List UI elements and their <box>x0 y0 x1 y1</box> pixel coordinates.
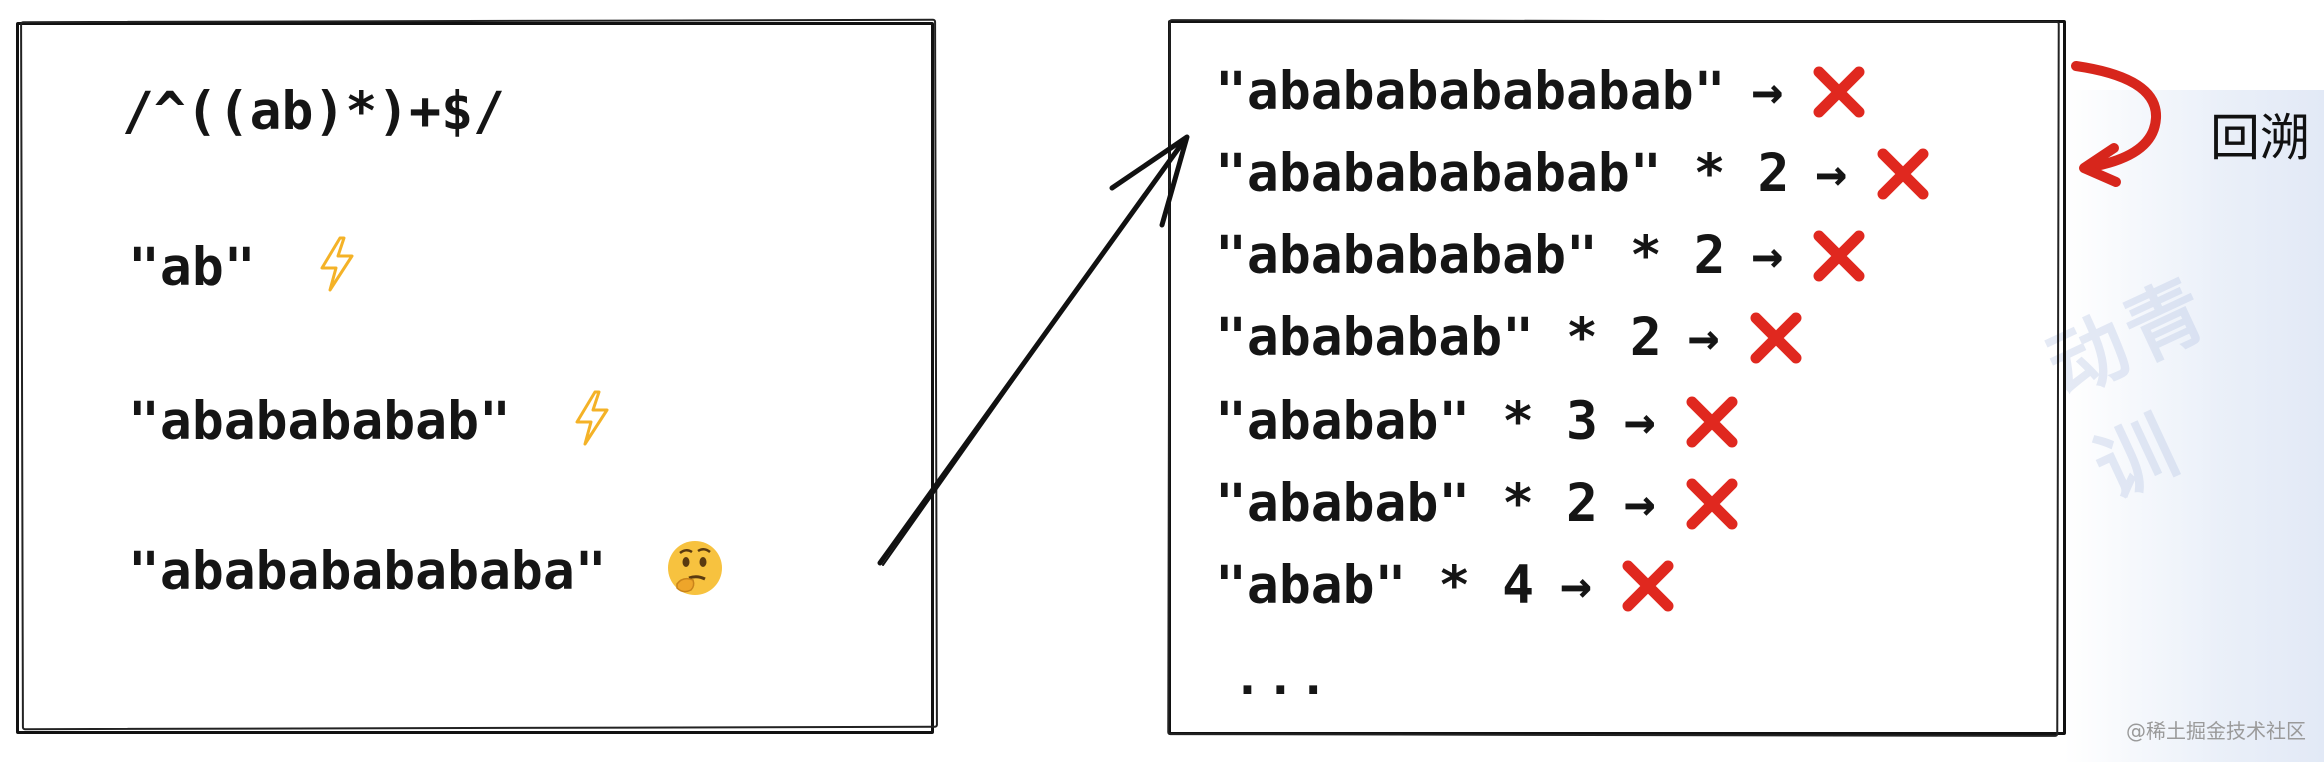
case-text: "ababababab" <box>128 391 511 453</box>
credit-text: @稀土掘金技术社区 <box>2126 719 2306 743</box>
cross-icon <box>1686 396 1738 448</box>
attempt-row: "abababab" * 2 → <box>1215 308 1806 368</box>
lightning-icon <box>314 236 358 305</box>
attempt-text: "abababab" * 2 <box>1215 307 1662 368</box>
attempt-text: "abababababab" * 2 <box>1215 143 1790 204</box>
regex-pattern: /^((ab)*)+$/ <box>122 81 505 142</box>
attempt-row: "abababababab" * 2 → <box>1215 144 1933 204</box>
cross-icon <box>1877 148 1929 200</box>
attempt-text: "ababab" * 2 <box>1215 473 1598 534</box>
attempt-row: "ababababab" * 2 → <box>1215 226 1869 286</box>
thinking-face-icon <box>665 538 725 611</box>
cross-icon <box>1686 478 1738 530</box>
watermark-band: 动青训 <box>2035 90 2324 762</box>
case-text: "ab" <box>128 237 256 299</box>
attempt-text: "ababababababab" <box>1215 61 1726 122</box>
arrow-right-icon: → <box>1623 391 1656 452</box>
attempt-text: "ababababab" * 2 <box>1215 225 1726 286</box>
case-item: "ab" <box>128 236 358 305</box>
arrow-right-icon: → <box>1560 555 1593 616</box>
arrow-right-icon: → <box>1815 143 1848 204</box>
case-item: "ababababababa" <box>128 538 725 611</box>
watermark-text: 动青训 <box>2034 262 2225 517</box>
arrow-right-icon: → <box>1623 473 1656 534</box>
ellipsis: ... <box>1233 650 1332 706</box>
lightning-icon <box>569 390 613 459</box>
attempt-row: "abab" * 4 → <box>1215 556 1678 616</box>
cross-icon <box>1813 230 1865 282</box>
attempt-text: "abab" * 4 <box>1215 555 1535 616</box>
arrow-right-icon: → <box>1687 307 1720 368</box>
attempt-text: "ababab" * 3 <box>1215 391 1598 452</box>
cross-icon <box>1622 560 1674 612</box>
arrow-right-icon: → <box>1751 225 1784 286</box>
attempt-row: "ababab" * 3 → <box>1215 392 1742 452</box>
cross-icon <box>1813 66 1865 118</box>
backtrack-label: 回溯 <box>2210 109 2310 167</box>
cross-icon <box>1750 312 1802 364</box>
right-panel <box>1168 20 2066 735</box>
case-text: "ababababababa" <box>128 541 607 603</box>
attempt-row: "ababababababab" → <box>1215 62 1869 122</box>
arrow-right-icon: → <box>1751 61 1784 122</box>
attempt-row: "ababab" * 2 → <box>1215 474 1742 534</box>
case-item: "ababababab" <box>128 390 613 459</box>
